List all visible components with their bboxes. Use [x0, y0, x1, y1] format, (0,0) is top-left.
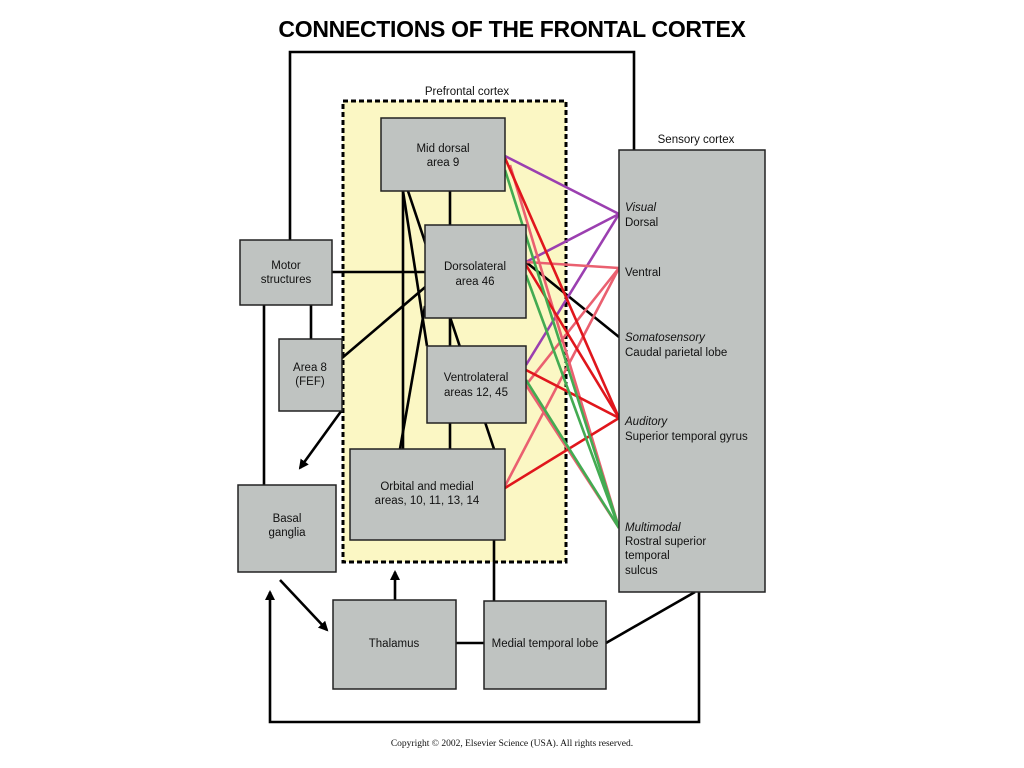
black-connections — [262, 50, 701, 724]
medial-temporal-lobe-box: Medial temporal lobe — [483, 600, 607, 690]
temporal-label: temporal — [625, 550, 670, 562]
svg-text:area 46: area 46 — [455, 276, 494, 288]
area8-box: Area 8 (FEF) — [278, 338, 343, 412]
svg-text:Ventrolateral: Ventrolateral — [444, 372, 509, 384]
ventral-label: Ventral — [625, 267, 661, 279]
dorsolateral-orbital-line — [398, 305, 427, 450]
medialtemporal-sensory-line — [605, 590, 696, 645]
red-ventrolateral-auditory — [525, 368, 620, 420]
svg-text:ganglia: ganglia — [268, 527, 306, 539]
svg-text:Area 8: Area 8 — [293, 362, 327, 374]
sensory-cortex-label: Sensory cortex — [658, 134, 735, 146]
svg-text:area 9: area 9 — [427, 157, 460, 169]
svg-text:areas 12, 45: areas 12, 45 — [444, 387, 508, 399]
red-dorsolateral-auditory — [524, 264, 621, 419]
motor-sensory-loop — [288, 50, 636, 240]
red-middorsal-auditory — [503, 157, 621, 419]
superior-temporal-label: Superior temporal gyrus — [625, 431, 748, 443]
multimodal-heading: Multimodal — [625, 522, 681, 534]
purple-dorsolateral-dorsal — [525, 212, 620, 264]
dorsolateral-somatosensory-line — [525, 260, 620, 339]
red-orbital-auditory — [504, 416, 620, 490]
page-title: CONNECTIONS OF THE FRONTAL CORTEX — [278, 16, 746, 42]
pink-ventrolateral-ventral — [524, 267, 621, 386]
svg-text:Orbital and medial: Orbital and medial — [380, 481, 473, 493]
thalamus-box: Thalamus — [332, 599, 457, 690]
somatosensory-heading: Somatosensory — [625, 332, 706, 344]
basal-ganglia-box: Basal ganglia — [237, 484, 337, 573]
svg-text:areas, 10, 11, 13, 14: areas, 10, 11, 13, 14 — [375, 495, 480, 507]
svg-text:Mid dorsal: Mid dorsal — [416, 143, 469, 155]
green-dorsolateral-multimodal — [524, 274, 621, 529]
mid-dorsal-box: Mid dorsal area 9 — [380, 117, 506, 192]
purple-middorsal-dorsal — [504, 154, 620, 216]
prefrontal-label: Prefrontal cortex — [425, 86, 510, 98]
area8-dorsolateral-line — [341, 282, 431, 359]
svg-text:(FEF): (FEF) — [295, 376, 325, 388]
rostral-label: Rostral superior — [625, 536, 706, 548]
svg-text:Motor: Motor — [271, 260, 301, 272]
sensory-cortex-box: Visual Dorsal Ventral Somatosensory Caud… — [618, 149, 766, 593]
visual-heading: Visual — [625, 202, 657, 214]
ventrolateral-box: Ventrolateral areas 12, 45 — [426, 345, 527, 424]
svg-text:Dorsolateral: Dorsolateral — [444, 261, 506, 273]
dorsal-label: Dorsal — [625, 217, 658, 229]
sensory-basal-loop — [265, 590, 701, 724]
svg-text:Thalamus: Thalamus — [369, 638, 420, 650]
svg-text:Basal: Basal — [273, 513, 302, 525]
svg-text:Medial temporal lobe: Medial temporal lobe — [492, 638, 599, 650]
orbital-medial-box: Orbital and medial areas, 10, 11, 13, 14 — [349, 448, 506, 541]
caudal-parietal-label: Caudal parietal lobe — [625, 347, 727, 359]
basal-thalamus-arrow — [279, 579, 329, 632]
motor-structures-box: Motor structures — [239, 239, 333, 306]
dorsolateral-box: Dorsolateral area 46 — [424, 224, 527, 319]
auditory-heading: Auditory — [624, 416, 668, 428]
copyright-notice: Copyright © 2002, Elsevier Science (USA)… — [390, 739, 634, 749]
area8-basal-arrow — [298, 409, 344, 470]
green-ventrolateral-multimodal — [524, 379, 621, 529]
pink-orbital-ventral — [503, 267, 621, 487]
svg-text:structures: structures — [261, 274, 312, 286]
sulcus-label: sulcus — [625, 565, 658, 577]
purple-ventrolateral-dorsal — [524, 213, 621, 366]
pink-dorsolateral-ventral — [525, 260, 620, 270]
